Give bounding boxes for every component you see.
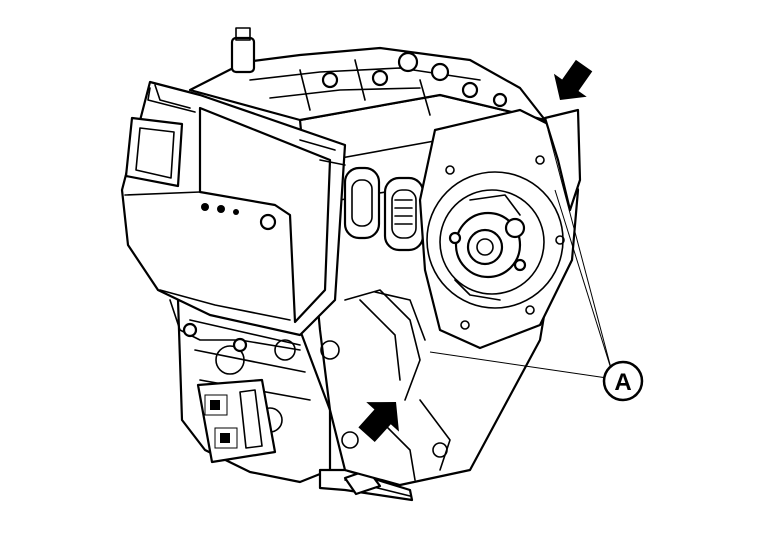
arrow-icon [358,402,399,443]
connector-block [196,378,277,464]
arrow-icon [553,59,593,100]
callout-circle [602,360,644,402]
callout-a: A [602,360,644,402]
top-fittings [188,27,547,122]
callout-leader-lines [429,129,613,379]
side-ports [343,166,425,252]
motor-cover [120,80,347,337]
callout-label: A [614,369,631,396]
cover-flange [169,299,301,353]
bell-housing [418,108,582,350]
